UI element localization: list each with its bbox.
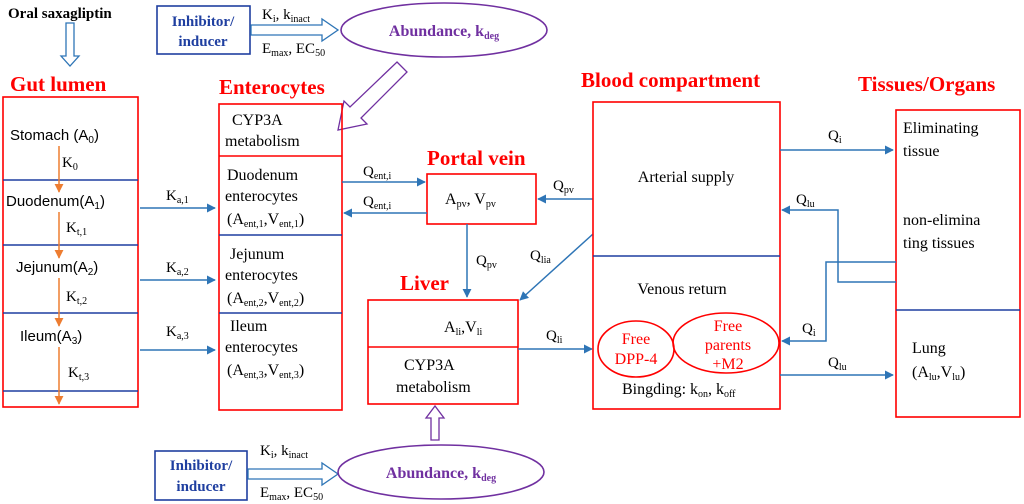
non-eliminating-label: non-elimina (903, 212, 980, 229)
binding-constants: Bingding: kon, koff (622, 381, 736, 400)
duodenum-ent-label2: enterocytes (225, 188, 298, 205)
inhibitor-to-abundance-arrow-top (250, 17, 340, 43)
jejunum-ent-volume: (Aent,2,Vent,2) (227, 290, 304, 309)
qent-in-label: Qent,i (363, 194, 392, 212)
liver-cyp3a-label: CYP3A (404, 357, 455, 374)
liver-amount-volume: Ali,Vli (444, 319, 482, 338)
free-dpp4-label2: DPP-4 (615, 351, 658, 368)
free-dpp4-label: Free (622, 331, 650, 348)
jejunum-label: Jejunum(A2) (16, 259, 98, 278)
qi-out-label: Qi (828, 128, 842, 146)
emax-ec50-top: Emax, EC50 (262, 41, 325, 59)
duodenum-ent-volume: (Aent,1,Vent,1) (227, 211, 304, 230)
abundance-to-liver-arrow (424, 404, 446, 441)
ent-cyp3a-label: CYP3A (232, 112, 283, 129)
oral-intake-arrow (59, 22, 81, 67)
lung-label: Lung (912, 340, 946, 357)
ka3-label: Ka,3 (166, 324, 189, 342)
lung-amount-volume: (Alu,Vlu) (912, 364, 965, 383)
free-parents-label3: +M2 (712, 356, 743, 373)
stomach-label: Stomach (A0) (10, 127, 99, 146)
eliminating-tissue-label2: tissue (903, 143, 939, 160)
ileum-ent-label: Ileum (230, 318, 268, 335)
duodenum-ent-label: Duodenum (227, 167, 299, 184)
abundance-label-bottom: Abundance, kdeg (386, 465, 496, 484)
abundance-ellipse-bottom (337, 444, 545, 500)
duodenum-label: Duodenum(A1) (6, 193, 105, 212)
kt3-label: Kt,3 (68, 365, 89, 383)
qlu-back-label: Qlu (796, 192, 815, 210)
liver-metabolism-label: metabolism (396, 379, 471, 396)
non-eliminating-label2: ting tissues (903, 235, 975, 252)
qpv-liver-label: Qpv (476, 253, 497, 271)
oral-saxagliptin-label: Oral saxagliptin (8, 6, 112, 22)
k0-label: K0 (62, 155, 78, 173)
eliminating-tissue-label: Eliminating (903, 120, 979, 137)
qent-out-label: Qent,i (363, 164, 392, 182)
ileum-ent-label2: enterocytes (225, 339, 298, 356)
inhibitor-label-bottom: Inhibitor/ (170, 458, 233, 474)
free-parents-label: Free (714, 318, 742, 335)
qlia-label: Qlia (530, 248, 551, 266)
jejunum-ent-label2: enterocytes (225, 267, 298, 284)
enterocytes-box (218, 103, 343, 411)
ki-kinact-top: Ki, kinact (262, 7, 310, 25)
abundance-to-enterocyte-arrow (337, 61, 408, 131)
blood-compartment-title: Blood compartment (581, 68, 760, 92)
liver-title: Liver (400, 271, 449, 295)
kt1-label: Kt,1 (66, 220, 87, 238)
liver-box (367, 299, 519, 405)
inhibitor-to-abundance-arrow-bottom (247, 461, 340, 487)
portal-vein-box (426, 173, 537, 225)
gut-lumen-title: Gut lumen (10, 72, 107, 96)
inducer-label-top: inducer (178, 34, 228, 50)
gut-lumen-box (2, 96, 139, 408)
jejunum-ent-label: Jejunum (230, 246, 285, 263)
kt2-label: Kt,2 (66, 289, 87, 307)
emax-ec50-bottom: Emax, EC50 (260, 485, 323, 503)
qi-back-label: Qi (802, 321, 816, 339)
free-dpp4-ellipse (597, 320, 675, 378)
inhibitor-box-bottom (154, 450, 248, 501)
ki-kinact-bottom: Ki, kinact (260, 443, 308, 461)
portal-vein-title: Portal vein (427, 146, 526, 170)
enterocytes-title: Enterocytes (219, 75, 325, 99)
qli-label: Qli (546, 328, 563, 346)
portal-amount-volume: Apv, Vpv (445, 191, 496, 210)
ileum-label: Ileum(A3) (20, 328, 82, 347)
tissues-organs-title: Tissues/Organs (858, 72, 995, 96)
inhibitor-box-top (156, 5, 251, 55)
ileum-ent-volume: (Aent,3,Vent,3) (227, 362, 304, 381)
abundance-ellipse-top (340, 2, 548, 58)
tissues-organs-box (895, 109, 1021, 418)
ent-metabolism-label: metabolism (225, 133, 300, 150)
qlu-out-label: Qlu (828, 355, 847, 373)
ka1-label: Ka,1 (166, 188, 189, 206)
qpv-blood-label: Qpv (553, 178, 574, 196)
ka2-label: Ka,2 (166, 260, 189, 278)
abundance-label-top: Abundance, kdeg (389, 23, 499, 42)
arterial-supply-label: Arterial supply (638, 169, 734, 186)
free-parents-label2: parents (705, 337, 751, 354)
venous-return-label: Venous return (637, 281, 726, 298)
free-parents-ellipse (672, 312, 780, 374)
inducer-label-bottom: inducer (176, 479, 226, 495)
inhibitor-label-top: Inhibitor/ (172, 14, 235, 30)
